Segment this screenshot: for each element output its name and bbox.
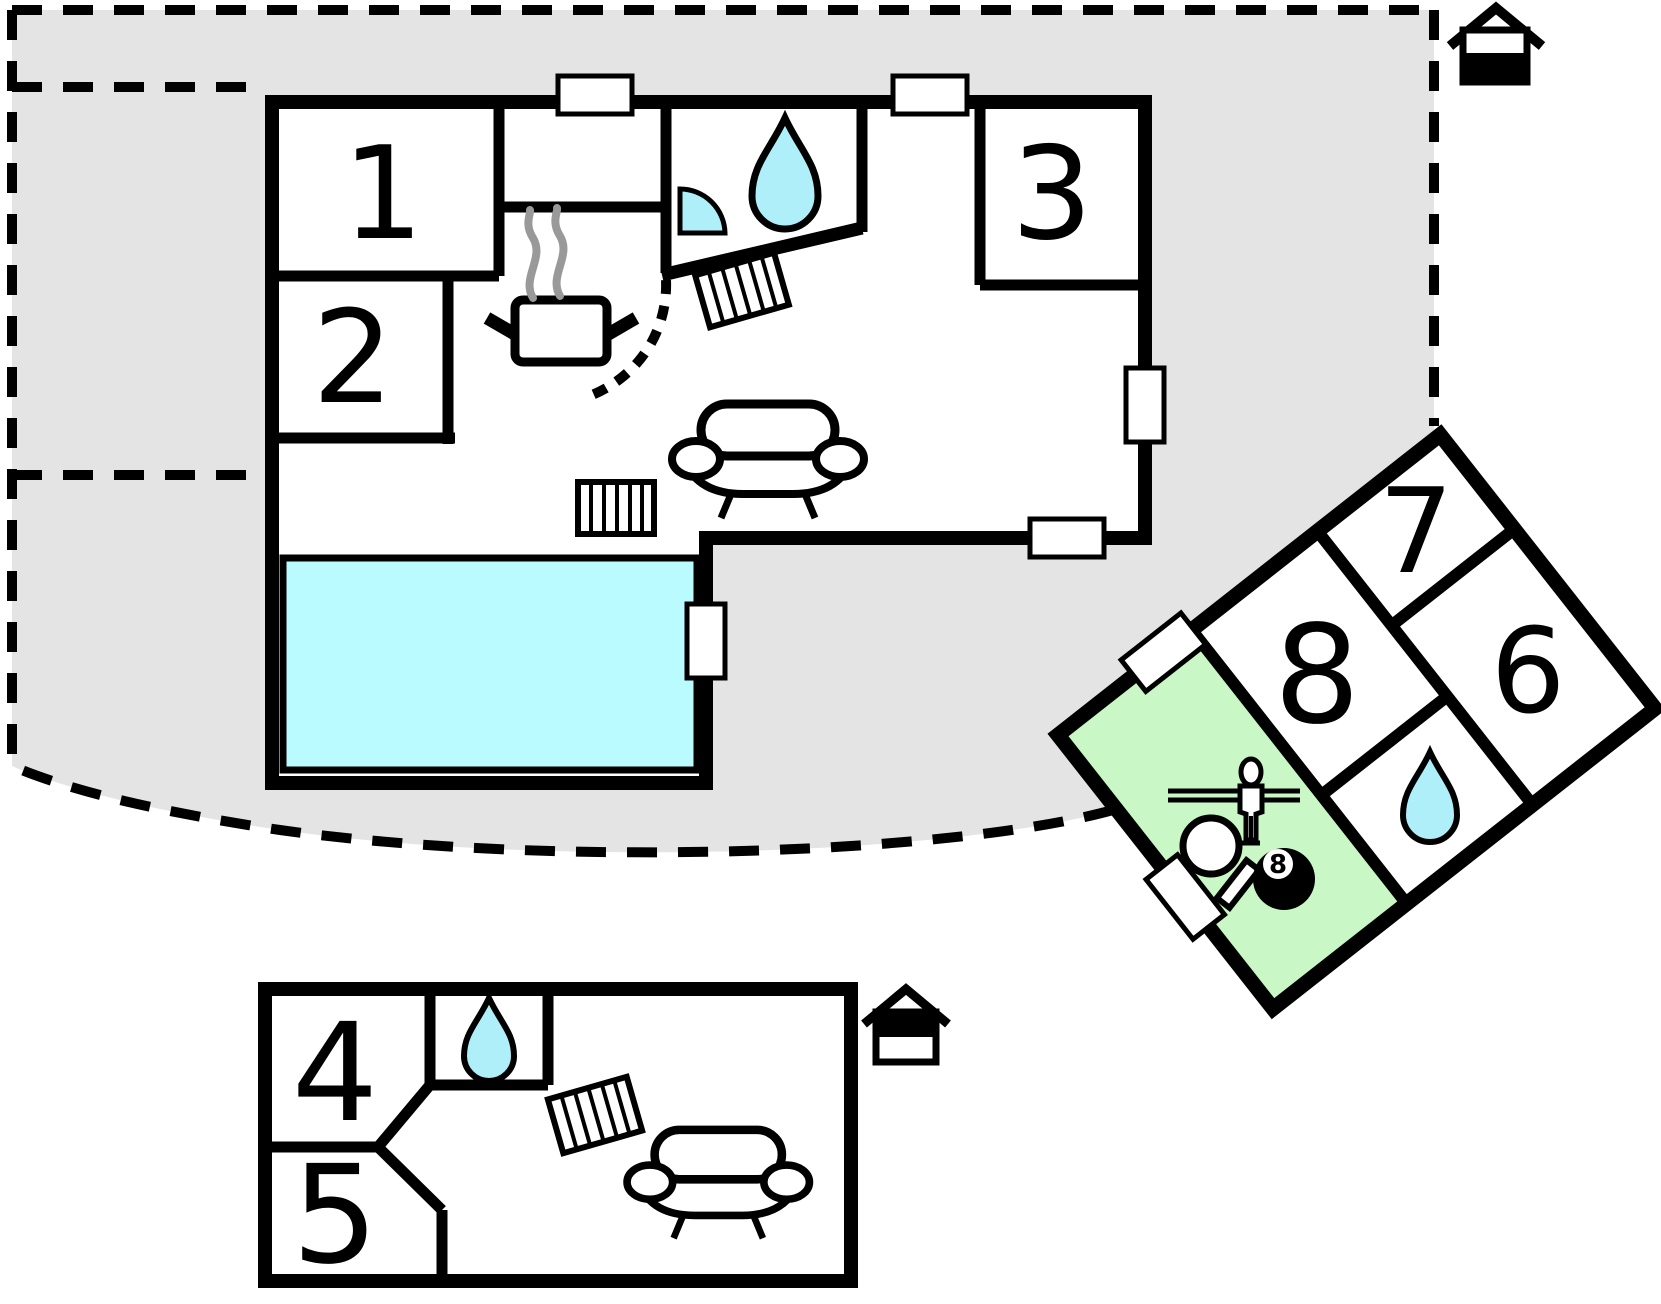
room-2-label: 2 [312,284,393,433]
guest-interior-walls [265,989,554,1281]
foosball-figure-icon [1168,756,1300,846]
table-tennis-paddle-icon [1179,814,1264,913]
room-8-label: 8 [1274,597,1361,755]
sofa-icon [623,1125,814,1240]
house-icon-north [1446,1,1546,86]
wall-gameroom-right [1186,626,1412,908]
window [890,73,970,117]
swimming-pool [279,554,701,774]
shower-quarter-circle-icon [677,186,728,236]
window [1027,516,1107,560]
pot-body [510,295,612,367]
game-room-floor [1058,629,1407,1009]
wall-room4-bevel [373,1081,435,1151]
eight-ball-number: 8 [1269,850,1287,880]
annex-interior-walls [1186,524,1538,908]
annex-windows [1117,609,1228,943]
wall-room8-right [1312,527,1538,809]
wall-room7-bottom [1387,524,1519,631]
main-windows [555,73,1167,681]
window [1123,365,1167,445]
main-house: 1 2 3 [265,73,1167,790]
steam-lines [524,204,568,302]
water-drop-icon [748,109,822,233]
room-6-label: 6 [1490,602,1565,740]
main-interior-walls [265,102,1145,444]
sofa-icon [668,399,868,520]
water-drop-icon [460,990,518,1084]
room-5-label: 5 [292,1137,379,1295]
room-4-label: 4 [292,995,379,1153]
boundary-bottom-curve [10,761,1115,858]
window [684,601,728,681]
water-drop-icon [1399,744,1461,845]
steam-line [524,206,541,302]
annex-contents: 8 7 6 8 [1168,462,1566,913]
wall-room5-bevel [374,1143,446,1214]
kitchen-pot-icon [483,204,640,367]
room-1-label: 1 [342,120,423,269]
billiard-8-ball-icon: 8 [1253,848,1315,910]
wall-room8-bottom [1317,691,1451,800]
plot-boundary-dashed [7,5,1439,858]
radiator [691,249,793,331]
window [1142,851,1228,943]
steam-line [551,204,568,300]
house-icon-south [861,983,951,1066]
room-7-label: 7 [1378,462,1453,600]
window [555,73,635,117]
radiator [544,1073,646,1157]
window [1117,609,1210,695]
room-3-label: 3 [1011,120,1092,269]
radiator [575,479,657,537]
wall-bath-diagonal [660,221,864,282]
guest-house: 4 5 [258,982,858,1295]
